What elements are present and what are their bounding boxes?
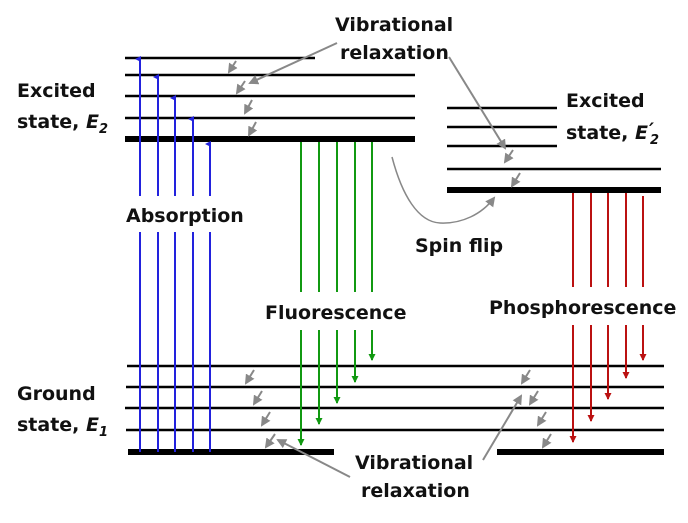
relaxation-arrow (244, 369, 255, 385)
e1-label-line2: state, E1 (17, 414, 108, 440)
relaxation-arrow (510, 172, 521, 188)
e2p-subscript: 2 (650, 133, 659, 148)
e2-label-line1: Excited (17, 80, 96, 102)
fluorescence-label-bg (262, 292, 407, 330)
top-callout-pointer-left (248, 42, 338, 85)
phosphorescence-label-bg (486, 287, 676, 325)
e2-symbol: E (86, 111, 99, 133)
e1-left-relaxation-arrows (244, 369, 276, 449)
bottom-callout-pointer-right (482, 394, 523, 461)
e1-right-relaxation-arrows (520, 369, 552, 449)
e2p-prime: ′ (649, 119, 654, 141)
e2p-symbol: E (635, 122, 648, 144)
vibrational-relaxation-top-line1: Vibrational (335, 14, 453, 36)
e1-label-text: state, (17, 414, 86, 436)
ground-state-e1-levels (125, 364, 664, 455)
e2p-label-text: state, (566, 122, 635, 144)
e2-label-line2: state, E2 (17, 111, 108, 137)
e1-symbol: E (86, 414, 99, 436)
e1-subscript: 1 (99, 425, 108, 440)
vibrational-relaxation-bottom-line2: relaxation (361, 480, 470, 502)
spin-flip-label: Spin flip (415, 235, 503, 257)
relaxation-arrow (235, 80, 246, 95)
vibrational-relaxation-bottom-line1: Vibrational (355, 452, 473, 474)
e1-label-line1: Ground (17, 383, 96, 405)
relaxation-arrow (227, 60, 238, 74)
phosphorescence-label: Phosphorescence (489, 297, 676, 319)
relaxation-arrow (536, 411, 547, 427)
e2p-label-line1: Excited (566, 90, 645, 112)
e2-subscript: 2 (99, 122, 108, 137)
relaxation-arrow (264, 433, 276, 449)
bottom-callout-pointer-left (276, 439, 351, 478)
relaxation-arrow (244, 99, 254, 115)
excited-state-e2prime-levels (447, 106, 661, 193)
relaxation-arrow (252, 390, 263, 406)
relaxation-arrow (503, 149, 514, 164)
ground-state-e1-label: Ground state, E1 (17, 383, 108, 440)
relaxation-arrow (248, 121, 258, 137)
excited-state-e2-levels (125, 56, 415, 142)
excited-state-e2prime-label: Excited state, E′2 (566, 90, 659, 148)
relaxation-arrow (528, 390, 539, 406)
vibrational-relaxation-top-line2: relaxation (340, 42, 449, 64)
relaxation-arrow (260, 411, 271, 427)
spin-flip-arrow (391, 156, 496, 224)
e2-relaxation-arrows (227, 60, 258, 137)
fluorescence-label: Fluorescence (265, 302, 406, 324)
e2p-relaxation-arrows (503, 149, 521, 188)
callout-pointers (248, 42, 523, 478)
relaxation-arrow (541, 433, 552, 449)
absorption-label: Absorption (126, 205, 244, 227)
excited-state-e2-label: Excited state, E2 (17, 80, 108, 137)
e2p-label-line2: state, E′2 (566, 119, 659, 148)
relaxation-arrow (520, 369, 531, 385)
e2-label-text: state, (17, 111, 86, 133)
absorption-label-bg (125, 196, 245, 232)
top-callout-pointer-right (448, 56, 507, 150)
absorption-arrows (135, 56, 211, 452)
